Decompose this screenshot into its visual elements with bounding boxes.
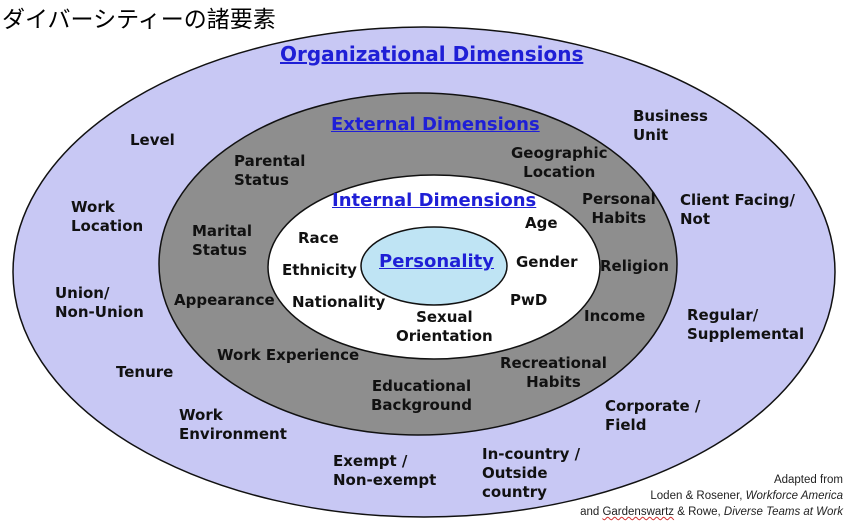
org-item-work-location: Work Location: [71, 198, 144, 235]
ext-item-educational-background: Educational Background: [371, 377, 472, 414]
org-item-exempt: Exempt / Non-exempt: [333, 452, 437, 489]
int-item-pwd: PwD: [510, 291, 548, 309]
ext-item-parental-status: Parental Status: [234, 152, 306, 189]
org-item-client-facing: Client Facing/ Not: [680, 191, 795, 228]
int-item-ethnicity: Ethnicity: [282, 261, 357, 279]
internal-dimensions-header: Internal Dimensions: [332, 190, 537, 211]
ext-item-income: Income: [584, 307, 646, 325]
citation-line-3: and Gardenswartz & Rowe, Diverse Teams a…: [580, 506, 843, 518]
org-item-work-environment: Work Environment: [179, 406, 287, 443]
external-dimensions-header: External Dimensions: [331, 114, 540, 135]
int-item-nationality: Nationality: [292, 293, 386, 311]
ext-item-work-experience: Work Experience: [217, 346, 360, 364]
citation-line-1: Adapted from: [773, 474, 843, 486]
org-item-business-unit: Business Unit: [633, 107, 708, 144]
ext-item-marital-status: Marital Status: [192, 222, 253, 259]
organizational-dimensions-header: Organizational Dimensions: [280, 42, 584, 66]
int-item-race: Race: [298, 229, 339, 247]
org-item-tenure: Tenure: [116, 363, 174, 381]
org-item-in-country: In-country / Outside country: [482, 445, 581, 501]
ext-item-personal-habits: Personal Habits: [582, 190, 656, 227]
int-item-sexual-orientation: Sexual Orientation: [396, 308, 493, 345]
page-title: ダイバーシティーの諸要素: [2, 7, 276, 33]
org-item-regular: Regular/ Supplemental: [687, 306, 805, 343]
ext-item-religion: Religion: [600, 257, 669, 275]
citation-line-2: Loden & Rosener, Workforce America: [650, 490, 843, 502]
ext-item-appearance: Appearance: [174, 291, 275, 309]
personality-core: [360, 226, 508, 306]
ext-item-recreational-habits: Recreational Habits: [500, 354, 607, 391]
int-item-age: Age: [525, 214, 558, 232]
citation: Adapted from Loden & Rosener, Workforce …: [580, 472, 843, 520]
personality-label: Personality: [379, 251, 494, 272]
int-item-gender: Gender: [516, 253, 578, 271]
org-item-union: Union/ Non-Union: [55, 284, 144, 321]
ext-item-geographic-location: Geographic Location: [511, 144, 608, 181]
org-item-level: Level: [130, 131, 175, 149]
org-item-corporate: Corporate / Field: [605, 397, 701, 434]
